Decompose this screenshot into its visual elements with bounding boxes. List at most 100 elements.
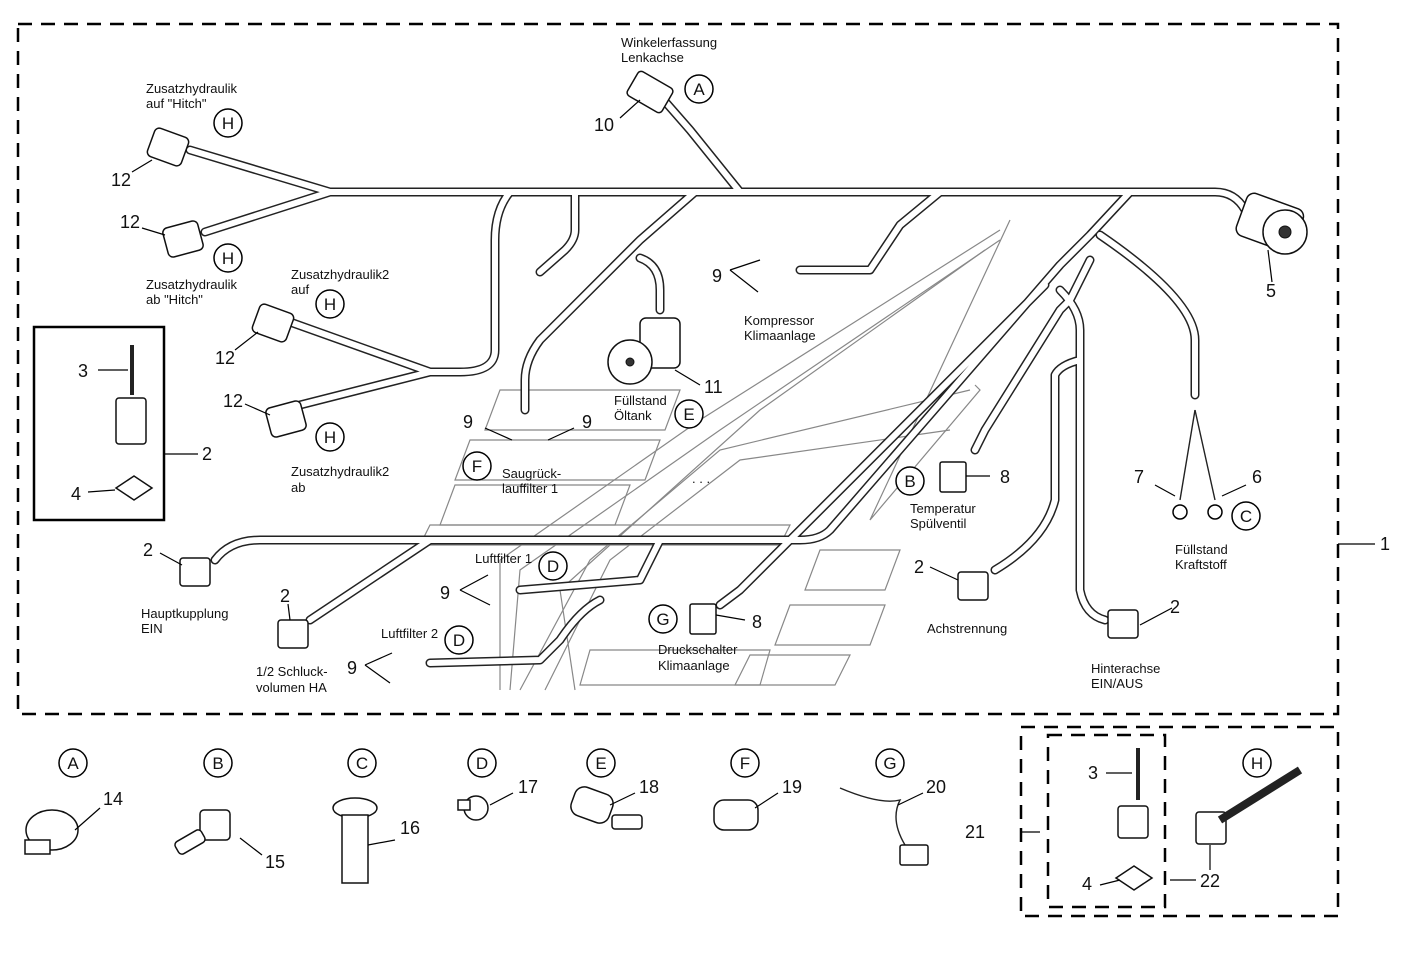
item-number: 12 [120,212,140,232]
sensor-19 [713,799,759,831]
label-schluck-1: 1/2 Schluck- [256,664,328,679]
callout-C: C [356,754,368,773]
item-number: 9 [347,658,357,678]
sensor-20 [839,787,929,866]
item-number: 12 [111,170,131,190]
solenoid-plugs [115,397,1227,845]
callout-F: F [740,754,750,773]
item-number: 10 [594,115,614,135]
label-druckschalter-1: Druckschalter [658,642,738,657]
label-fuellstand-kraft-2: Kraftstoff [1175,557,1227,572]
label-saugrueck-2: lauffilter 1 [502,481,558,496]
cable-inner [187,87,1248,666]
callout-E: E [595,754,606,773]
sensor-17 [457,795,489,821]
callout-H: H [222,249,234,268]
label-luftfilter1: Luftfilter 1 [475,551,532,566]
callout-A: A [693,80,705,99]
label-winkelerfassung-2: Lenkachse [621,50,684,65]
label-kompressor-2: Klimaanlage [744,328,816,343]
label-zh2-ab-2: ab [291,480,305,495]
bolt-3 [130,345,1140,800]
item-number: 3 [1088,763,1098,783]
item-number: 9 [440,583,450,603]
label-hauptkupplung-1: Hauptkupplung [141,606,228,621]
item-number: 11 [704,377,723,397]
callout-A: A [67,754,79,773]
callout-circles [58,74,1272,778]
connector-H-detail [1217,766,1303,824]
callout-H: H [1251,754,1263,773]
label-hinterachse-2: EIN/AUS [1091,676,1143,691]
connector-12-c [251,303,295,343]
label-winkelerfassung-1: Winkelerfassung [621,35,717,50]
harness-cables [185,85,1250,668]
item-number: 18 [639,777,659,797]
item-number: 9 [463,412,473,432]
connector-10 [626,70,674,114]
item-number: 5 [1266,281,1276,301]
item-number: 2 [143,540,153,560]
label-zh-hitch-auf-1: Zusatzhydraulik [146,81,238,96]
item-number: 2 [280,586,290,606]
kit-21-border [1019,725,1340,918]
item-number: 17 [518,777,538,797]
connector-12-d [265,400,307,438]
item-number: 19 [782,777,802,797]
gasket-4 [114,475,1154,891]
label-hauptkupplung-2: EIN [141,621,163,636]
callout-E: E [683,405,694,424]
item-number: 4 [71,484,81,504]
label-zh-hitch-ab-1: Zusatzhydraulik [146,277,238,292]
label-fuellstand-oel-1: Füllstand [614,393,667,408]
connector-11 [607,317,681,385]
label-zh2-auf-1: Zusatzhydraulik2 [291,267,389,282]
connector-12-a [146,127,190,167]
callout-C: C [1240,507,1252,526]
callout-G: G [656,610,669,629]
callout-D: D [453,631,465,650]
left-inset-box [32,325,166,522]
label-temperatur-2: Spülventil [910,516,966,531]
item-number: 3 [78,361,88,381]
main-assembly-border [16,22,1340,716]
sensor-15 [174,809,231,855]
ring-terminals [1172,409,1223,520]
background-plates [419,219,1011,691]
item-number: 2 [914,557,924,577]
item-number: 12 [223,391,243,411]
item-number: 16 [400,818,420,838]
item-number: 21 [965,822,985,842]
sensor-18 [570,786,643,830]
item-number: 2 [1170,597,1180,617]
label-temperatur-1: Temperatur [910,501,976,516]
label-dots: . . . [692,471,710,486]
kit-21-inner-box [1046,733,1167,909]
callout-H: H [222,114,234,133]
item-number: 2 [202,444,212,464]
item-number: 4 [1082,874,1092,894]
sensor-16 [332,797,378,884]
item-number: 6 [1252,467,1262,487]
item-number: 9 [712,266,722,286]
callout-D: D [547,557,559,576]
sensor-14 [24,809,79,855]
item-number: 12 [215,348,235,368]
item-number: 8 [752,612,762,632]
item-number: 1 [1380,534,1390,554]
label-saugrueck-1: Saugrück- [502,466,561,481]
callout-H: H [324,295,336,314]
callout-B: B [212,754,223,773]
label-zh2-ab-1: Zusatzhydraulik2 [291,464,389,479]
label-fuellstand-oel-2: Öltank [614,408,652,423]
callout-F: F [472,457,482,476]
label-luftfilter2: Luftfilter 2 [381,626,438,641]
item-number: 8 [1000,467,1010,487]
label-schluck-2: volumen HA [256,680,327,695]
label-zh-hitch-ab-2: ab "Hitch" [146,292,203,307]
connector-12-b [162,220,204,258]
connector-8 [689,461,967,635]
item-number: 15 [265,852,285,872]
callout-B: B [904,472,915,491]
